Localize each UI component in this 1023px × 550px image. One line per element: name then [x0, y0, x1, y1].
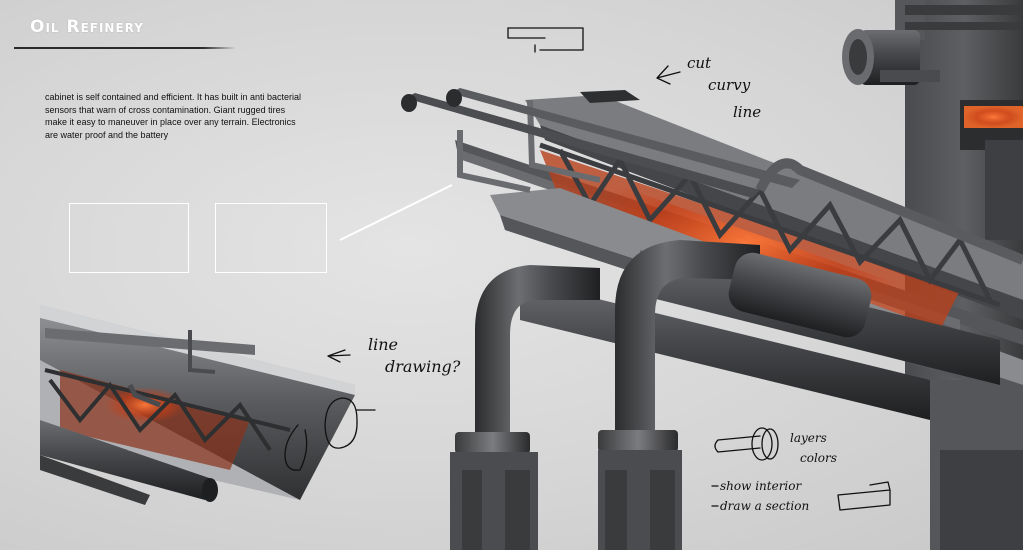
ink-scribble-top: [507, 27, 584, 53]
note-line-drawing: line drawing?: [327, 335, 461, 376]
callout-line: [339, 184, 453, 241]
note-draw-section: draw a section: [720, 499, 809, 513]
note-colors: colors: [800, 451, 837, 465]
note-cut-curvy-line: cut curvy line: [656, 54, 761, 121]
inset-closeup: [40, 305, 376, 505]
note-word-curvy: curvy: [708, 76, 751, 94]
note-layers-list: layers colors show interior draw a secti…: [711, 427, 891, 513]
title-underline: [14, 47, 236, 49]
note-word-line-2: line: [368, 335, 398, 354]
page-title: Oil Refinery: [30, 17, 144, 37]
placeholder-frame-2: [215, 203, 327, 273]
description-text: cabinet is self contained and efficient.…: [45, 92, 301, 140]
note-word-line: line: [733, 103, 761, 121]
vertical-pipes: [450, 240, 1000, 550]
note-layers: layers: [790, 431, 827, 445]
placeholder-frame-1: [69, 203, 189, 273]
note-word-cut: cut: [687, 54, 712, 72]
note-word-drawing: drawing?: [385, 357, 461, 376]
note-show-interior: show interior: [720, 479, 802, 493]
